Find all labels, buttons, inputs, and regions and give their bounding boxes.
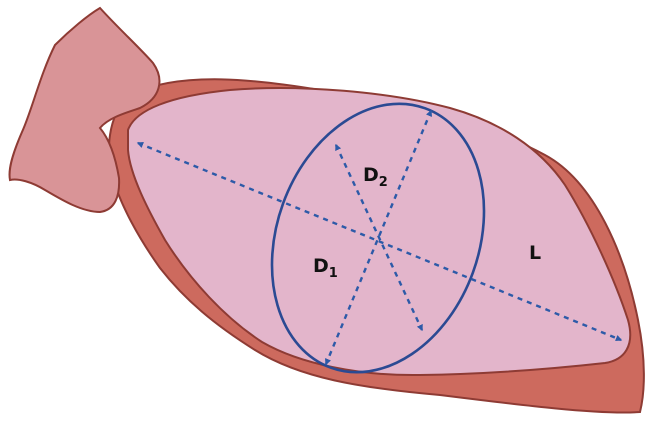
label-d1-base: D bbox=[313, 255, 329, 277]
label-d2-sub: 2 bbox=[379, 175, 388, 190]
ventricle-cavity bbox=[128, 88, 630, 375]
label-d1-sub: 1 bbox=[329, 266, 338, 281]
label-d2-base: D bbox=[363, 164, 379, 186]
label-length: L bbox=[529, 242, 541, 264]
